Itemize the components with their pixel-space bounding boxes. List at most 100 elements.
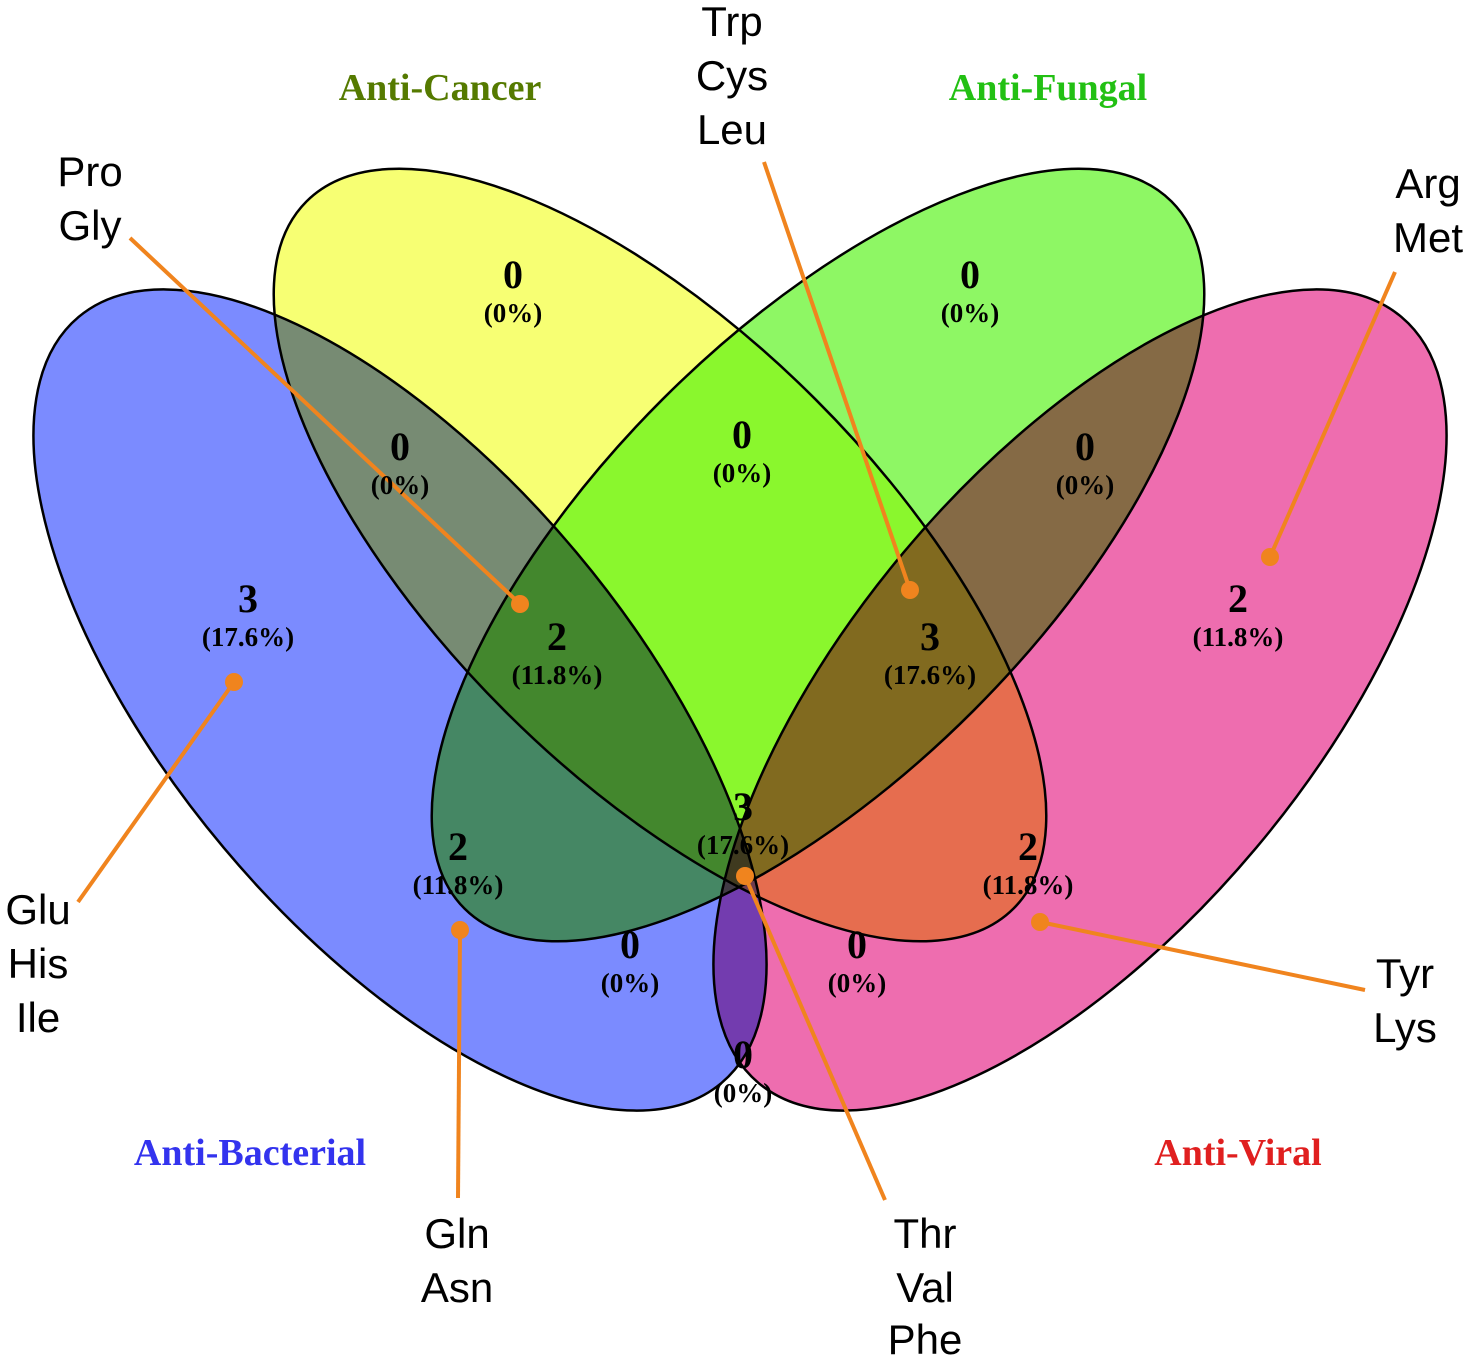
region-count: 2 (448, 824, 468, 869)
region-count: 0 (847, 922, 867, 967)
amino-acid-label: Cys (696, 52, 768, 99)
region-percent: (17.6%) (202, 622, 294, 652)
outline-cancer (272, 167, 1048, 943)
title-anti-fungal: Anti-Fungal (949, 67, 1147, 109)
amino-acid-label: Ile (16, 994, 60, 1041)
callout-gln-asn: Gln Asn (421, 1210, 493, 1311)
leader-pro-gly (128, 236, 522, 606)
amino-acid-label: Lys (1373, 1004, 1437, 1051)
leader-arg-met (1268, 271, 1397, 558)
set-fills (33, 168, 1447, 1111)
amino-acid-label: Val (896, 1264, 954, 1311)
region-bacterial-only: 3 (17.6%) (202, 576, 294, 652)
leader-thr-val-phe (743, 875, 887, 1201)
callout-tyr-lys: Tyr Lys (1373, 950, 1437, 1051)
callout-trp-cys-leu: Trp Cys Leu (696, 0, 768, 153)
callout-thr-val-phe: Thr Val Phe (888, 1210, 963, 1360)
amino-acid-label: Met (1393, 214, 1463, 261)
region-percent: (0%) (601, 968, 659, 998)
amino-acid-label: Leu (697, 106, 767, 153)
region-percent: (0%) (714, 1078, 772, 1108)
set-fungal (431, 168, 1205, 942)
amino-acid-label: Gly (59, 202, 122, 249)
region-count: 0 (732, 412, 752, 457)
region-bacterial-cancer-viral: 0 (0%) (828, 922, 886, 998)
amino-acid-label: Glu (5, 886, 70, 933)
region-bacterial-viral: 0 (0%) (714, 1032, 772, 1108)
amino-acid-label: Arg (1395, 160, 1460, 207)
region-cancer-only: 0 (0%) (484, 252, 542, 328)
set-viral (713, 289, 1447, 1111)
title-anti-viral: Anti-Viral (1154, 1132, 1321, 1174)
region-count: 2 (1228, 576, 1248, 621)
amino-acid-label: Asn (421, 1264, 493, 1311)
callout-glu-his-ile: Glu His Ile (5, 886, 70, 1041)
region-percent: (0%) (941, 298, 999, 328)
region-percent: (11.8%) (983, 870, 1074, 900)
region-count: 0 (503, 252, 523, 297)
region-count: 2 (1018, 824, 1038, 869)
amino-acid-label: Trp (701, 0, 762, 45)
amino-acid-label: Tyr (1376, 950, 1434, 997)
dot-trp-cys-leu (901, 581, 919, 599)
dot-thr-val-phe (736, 867, 754, 885)
amino-acid-label: Thr (894, 1210, 957, 1257)
dot-pro-gly (511, 595, 529, 613)
region-count: 0 (733, 1032, 753, 1077)
region-bacterial-fungal-viral: 0 (0%) (601, 922, 659, 998)
region-percent: (0%) (1056, 470, 1114, 500)
region-percent: (11.8%) (413, 870, 504, 900)
region-viral-only: 2 (11.8%) (1193, 576, 1284, 652)
callout-pro-gly: Pro Gly (57, 148, 122, 249)
region-percent: (0%) (484, 298, 542, 328)
region-count: 3 (920, 614, 940, 659)
title-anti-cancer: Anti-Cancer (339, 67, 542, 109)
leader-lines (76, 161, 1397, 1201)
region-count: 2 (547, 614, 567, 659)
leader-tyr-lys (1039, 920, 1366, 992)
region-all-four: 3 (17.6%) (697, 784, 789, 860)
amino-acid-label: His (8, 940, 69, 987)
dot-glu-his-ile (225, 673, 243, 691)
leader-glu-his-ile (76, 680, 236, 904)
callout-arg-met: Arg Met (1393, 160, 1463, 261)
outline-viral (712, 288, 1448, 1112)
region-fungal-only: 0 (0%) (941, 252, 999, 328)
region-bacterial-cancer: 0 (0%) (371, 424, 429, 500)
dot-gln-asn (451, 921, 469, 939)
region-count: 3 (733, 784, 753, 829)
leader-gln-asn (456, 929, 462, 1199)
region-fungal-viral: 0 (0%) (1056, 424, 1114, 500)
leader-trp-cys-leu (762, 161, 912, 591)
region-count: 0 (960, 252, 980, 297)
outline-bacterial (32, 288, 768, 1112)
dot-tyr-lys (1031, 913, 1049, 931)
region-bacterial-cancer-fungal: 2 (11.8%) (512, 614, 603, 690)
region-cancer-fungal: 0 (0%) (713, 412, 771, 488)
dot-arg-met (1261, 548, 1279, 566)
region-count: 0 (1075, 424, 1095, 469)
region-percent: (0%) (713, 458, 771, 488)
region-percent: (11.8%) (1193, 622, 1284, 652)
region-percent: (0%) (828, 968, 886, 998)
region-count: 0 (390, 424, 410, 469)
region-bacterial-fungal: 2 (11.8%) (413, 824, 504, 900)
region-labels: 0 (0%) 0 (0%) 0 (0%) 0 (0%) 0 (0%) 3 (17… (202, 252, 1283, 1108)
region-cancer-viral: 2 (11.8%) (983, 824, 1074, 900)
callout-labels: Pro Gly Trp Cys Leu Arg Met Glu His Ile … (5, 0, 1463, 1360)
amino-acid-label: Gln (424, 1210, 489, 1257)
region-count: 3 (238, 576, 258, 621)
region-percent: (0%) (371, 470, 429, 500)
region-count: 0 (620, 922, 640, 967)
region-percent: (11.8%) (512, 660, 603, 690)
region-percent: (17.6%) (884, 660, 976, 690)
set-outlines (32, 167, 1448, 1112)
region-percent: (17.6%) (697, 830, 789, 860)
title-anti-bacterial: Anti-Bacterial (134, 1132, 366, 1174)
amino-acid-label: Pro (57, 148, 122, 195)
amino-acid-label: Phe (888, 1316, 963, 1360)
outline-fungal (430, 167, 1206, 943)
region-cancer-fungal-viral: 3 (17.6%) (884, 614, 976, 690)
